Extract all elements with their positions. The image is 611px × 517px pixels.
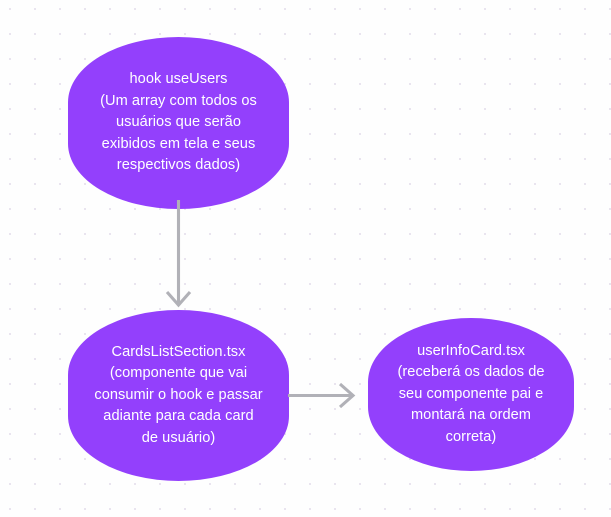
node-userinfocard[interactable]: userInfoCard.tsx (receberá os dados de s…	[368, 318, 574, 471]
edge-hook-to-cardslist-arrowhead-icon	[165, 290, 192, 308]
node-cardslistsection[interactable]: CardsListSection.tsx (componente que vai…	[68, 310, 289, 481]
node-cardslistsection-label: CardsListSection.tsx (componente que vai…	[94, 343, 263, 446]
node-hook-useusers[interactable]: hook useUsers (Um array com todos os usu…	[68, 37, 289, 209]
edge-cardslist-to-userinfocard-arrowhead-icon	[338, 382, 356, 409]
edge-cardslist-to-userinfocard[interactable]	[282, 375, 367, 419]
node-hook-useusers-label: hook useUsers (Um array com todos os usu…	[100, 71, 257, 174]
node-userinfocard-label: userInfoCard.tsx (receberá os dados de s…	[397, 342, 545, 445]
edge-hook-to-cardslist[interactable]	[150, 200, 210, 315]
